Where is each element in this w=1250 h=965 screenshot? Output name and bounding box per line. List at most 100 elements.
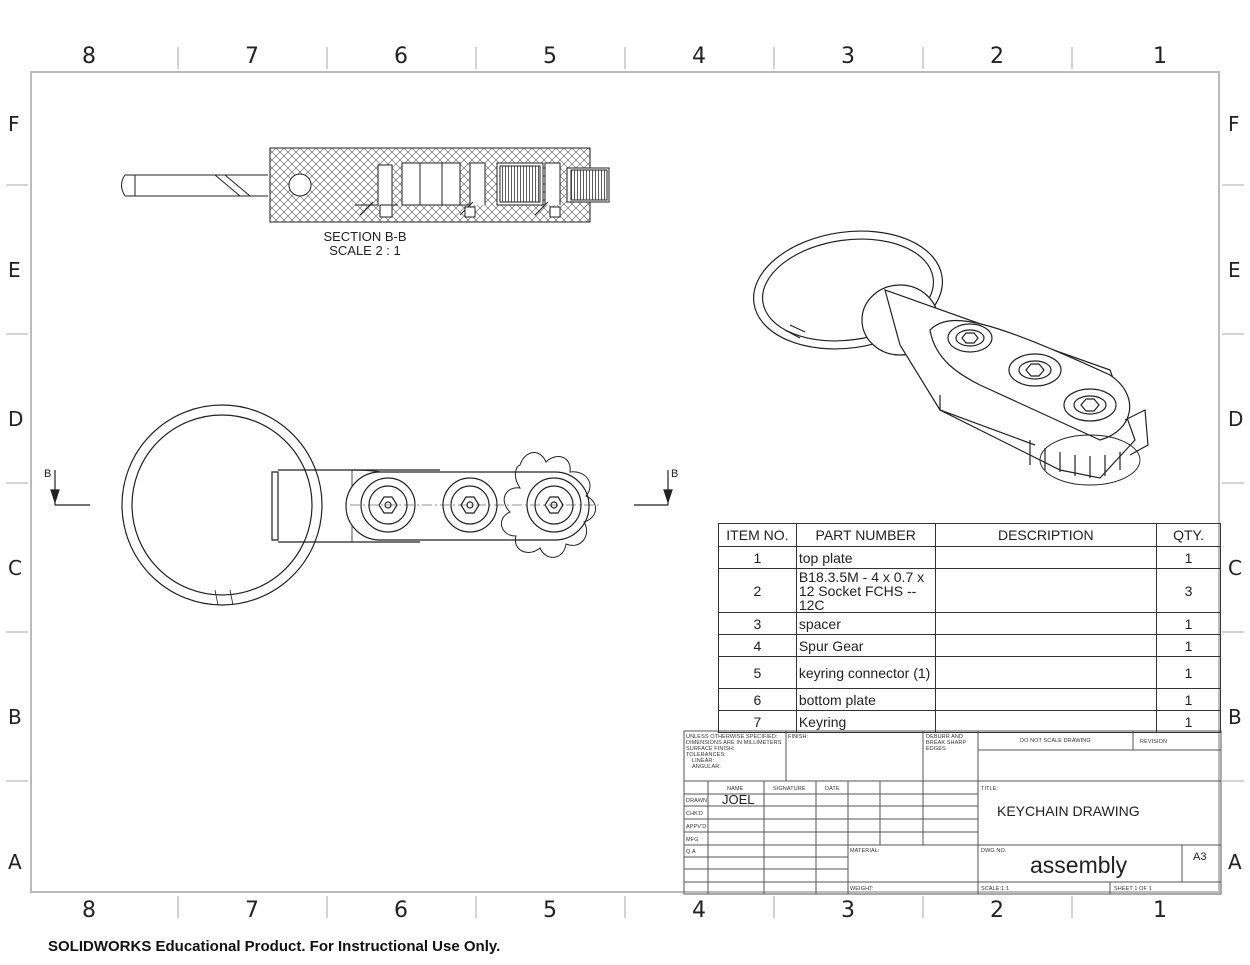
weight-label: WEIGHT: <box>850 886 874 892</box>
isometric-view <box>752 230 1149 486</box>
row-label-f-right: F <box>1228 112 1240 136</box>
row-label-b-right: B <box>1228 705 1242 729</box>
bom-item: 7 <box>718 710 797 733</box>
note-line: DEBURR AND <box>926 734 964 740</box>
zone-label-7-bottom: 7 <box>245 898 259 923</box>
note-line: TOLERANCES: <box>686 752 726 758</box>
row-label-d-left: D <box>8 407 24 431</box>
zone-label-5-top: 5 <box>543 44 557 69</box>
bom-qty: 1 <box>1156 688 1221 711</box>
bom-item: 1 <box>718 546 797 569</box>
section-arrow-label-left: B <box>44 468 52 480</box>
bom-part: top plate <box>795 546 936 569</box>
bom-part: Keyring <box>795 710 936 733</box>
row-checked: CHK'D <box>686 811 704 817</box>
zone-label-4-bottom: 4 <box>692 898 706 923</box>
table-row: 5 keyring connector (1) 1 <box>718 656 1221 689</box>
note-line: ANGULAR: <box>692 764 721 770</box>
bom-part: bottom plate <box>795 688 936 711</box>
zone-label-2-bottom: 2 <box>990 898 1004 923</box>
drawing-border <box>30 71 1220 893</box>
bom-desc <box>934 568 1158 613</box>
section-arrow-label-right: B <box>671 468 679 480</box>
dwg-no-label: DWG NO. <box>981 848 1007 854</box>
bom-desc <box>934 656 1158 689</box>
sheet-label: SHEET 1 OF 1 <box>1114 886 1152 892</box>
note-line: DIMENSIONS ARE IN MILLIMETERS <box>686 740 782 746</box>
zone-label-2-top: 2 <box>990 44 1004 69</box>
table-row: 7 Keyring 1 <box>718 710 1221 733</box>
drawn-name: JOEL <box>722 792 755 807</box>
note-line: LINEAR: <box>692 758 715 764</box>
tolerance-notes: UNLESS OTHERWISE SPECIFIED: DIMENSIONS A… <box>686 734 782 770</box>
row-drawn: DRAWN <box>686 798 708 804</box>
note-line: UNLESS OTHERWISE SPECIFIED: <box>686 734 778 740</box>
note-line: EDGES <box>926 746 946 752</box>
row-label-f-left: F <box>8 112 20 136</box>
front-view <box>121 404 600 606</box>
bom-qty: 1 <box>1156 634 1221 657</box>
material-label: MATERIAL: <box>850 848 880 854</box>
section-scale: SCALE 2 : 1 <box>329 243 401 258</box>
bom-desc <box>934 710 1158 733</box>
table-row: 3 spacer 1 <box>718 612 1221 635</box>
signature-header: SIGNATURE <box>773 786 806 792</box>
bom-item: 6 <box>718 688 797 711</box>
bom-qty: 1 <box>1156 710 1221 733</box>
title-label: TITLE: <box>981 786 999 792</box>
bom-item: 4 <box>718 634 797 657</box>
note-line: BREAK SHARP <box>926 740 967 746</box>
bom-header-item: ITEM NO. <box>718 523 797 547</box>
educational-watermark: SOLIDWORKS Educational Product. For Inst… <box>48 938 501 955</box>
bom-item: 3 <box>718 612 797 635</box>
zone-label-8-bottom: 8 <box>82 898 96 923</box>
deburr-note: DEBURR AND BREAK SHARP EDGES <box>926 734 966 752</box>
bom-item: 5 <box>718 656 797 689</box>
bom-part: keyring connector (1) <box>795 656 936 689</box>
note-line: SURFACE FINISH: <box>686 746 735 752</box>
zone-label-3-top: 3 <box>841 44 855 69</box>
date-header: DATE <box>825 786 840 792</box>
bom-part: B18.3.5M - 4 x 0.7 x 12 Socket FCHS -- 1… <box>795 568 936 613</box>
name-header: NAME <box>727 786 744 792</box>
sheet-size: A3 <box>1193 851 1207 863</box>
finish-label: FINISH: <box>788 734 809 740</box>
row-label-e-right: E <box>1228 258 1241 282</box>
zone-label-4-top: 4 <box>692 44 706 69</box>
zone-label-7-top: 7 <box>245 44 259 69</box>
revision-label: REVISION <box>1140 739 1168 745</box>
zone-label-6-top: 6 <box>394 44 408 69</box>
drawing-title: KEYCHAIN DRAWING <box>997 803 1140 819</box>
table-row: 2 B18.3.5M - 4 x 0.7 x 12 Socket FCHS --… <box>718 568 1221 613</box>
row-label-c-right: C <box>1228 556 1242 580</box>
zone-label-1-top: 1 <box>1153 44 1167 69</box>
zone-label-5-bottom: 5 <box>543 898 557 923</box>
bom-part: spacer <box>795 612 936 635</box>
row-label-d-right: D <box>1228 407 1244 431</box>
scale-label: SCALE:1:1 <box>981 886 1010 892</box>
do-not-scale-label: DO NOT SCALE DRAWING <box>1020 738 1091 744</box>
dwg-number: assembly <box>1030 852 1128 878</box>
row-label-b-left: B <box>8 705 22 729</box>
title-block-grid <box>683 730 1222 895</box>
row-qa: Q.A <box>686 849 696 855</box>
bom-header-row: ITEM NO. PART NUMBER DESCRIPTION QTY. <box>718 523 1221 547</box>
bom-desc <box>934 546 1158 569</box>
zone-label-6-bottom: 6 <box>394 898 408 923</box>
zone-label-1-bottom: 1 <box>1153 898 1167 923</box>
bom-item: 2 <box>718 568 797 613</box>
bom-part: Spur Gear <box>795 634 936 657</box>
row-label-e-left: E <box>8 258 21 282</box>
bom-header-part: PART NUMBER <box>795 523 936 547</box>
table-row: 6 bottom plate 1 <box>718 688 1221 711</box>
bom-qty: 3 <box>1156 568 1221 613</box>
bom-desc <box>934 612 1158 635</box>
zone-ticks <box>6 47 1244 918</box>
zone-label-8-top: 8 <box>82 44 96 69</box>
bill-of-materials: ITEM NO. PART NUMBER DESCRIPTION QTY. 1 … <box>718 523 1221 733</box>
row-label-a-right: A <box>1228 850 1242 874</box>
section-arrows <box>50 470 673 506</box>
row-label-a-left: A <box>8 850 22 874</box>
table-row: 4 Spur Gear 1 <box>718 634 1221 657</box>
